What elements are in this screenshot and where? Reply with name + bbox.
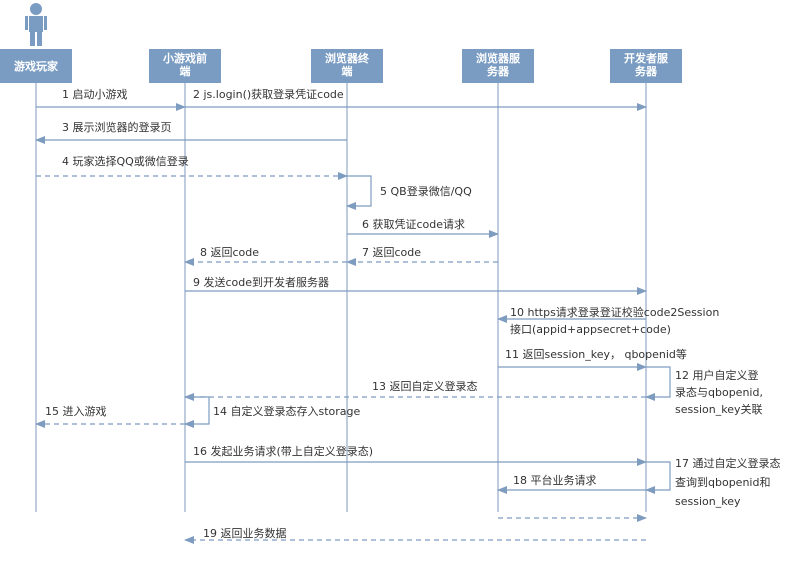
figure-left-leg (30, 32, 35, 46)
message-17-label-line-3: session_key (675, 495, 741, 508)
actor-label-5-line-1: 开发者服 (624, 51, 669, 65)
actor-label-5-line-2: 务器 (635, 64, 658, 78)
actor-label-3-line-1: 浏览器终 (325, 51, 370, 65)
message-17-label-line-1: 17 通过自定义登录态 (675, 456, 781, 470)
message-3-label-line-1: 3 展示浏览器的登录页 (62, 120, 172, 134)
message-12-label-line-3: session_key关联 (675, 402, 762, 416)
actor-label-1-line-1: 游戏玩家 (14, 59, 59, 73)
message-14-label-line-1: 14 自定义登录态存入storage (213, 404, 361, 418)
actor-label-4-line-1: 浏览器服 (476, 51, 521, 65)
message-17-arrow (645, 461, 671, 494)
message-8-label-line-1: 8 返回code (200, 246, 259, 259)
figure-head (30, 3, 42, 15)
message-4-label-line-1: 4 玩家选择QQ或微信登录 (62, 154, 189, 168)
message-5-arrow (346, 175, 372, 210)
message-20-label-line-1: 19 返回业务数据 (203, 526, 287, 540)
message-17-label-line-2: 查询到qbopenid和 (675, 475, 770, 489)
actor-box-1 (0, 49, 72, 83)
figure-right-leg (37, 32, 42, 46)
message-18-label-line-1: 18 平台业务请求 (513, 473, 597, 487)
message-12-label-line-1: 12 用户自定义登 (675, 368, 759, 382)
message-1-label-line-1: 1 启动小游戏 (62, 88, 128, 101)
message-5-label-line-1: 5 QB登录微信/QQ (380, 184, 472, 198)
actor-label-4-line-2: 务器 (487, 64, 510, 78)
message-14-arrow (184, 396, 210, 428)
message-12-label-line-2: 录态与qbopenid, (675, 386, 763, 399)
message-12-arrow (645, 366, 671, 401)
actor-box-3 (311, 49, 383, 83)
message-13-label-line-1: 13 返回自定义登录态 (372, 379, 478, 393)
actor-label-2-line-2: 端 (180, 64, 191, 78)
message-16-label-line-1: 16 发起业务请求(带上自定义登录态) (193, 444, 373, 458)
figure-left-arm (25, 16, 28, 30)
actor-box-5 (610, 49, 682, 83)
message-10-label-line-2: 接口(appid+appsecret+code) (510, 323, 671, 336)
message-6-label-line-1: 6 获取凭证code请求 (362, 217, 465, 231)
figure-right-arm (44, 16, 47, 30)
message-10-label-line-1: 10 https请求登录登证校验code2Session (510, 305, 719, 319)
actor-label-3-line-2: 端 (342, 64, 353, 78)
actor-label-2-line-1: 小游戏前 (162, 51, 207, 65)
message-15-label-line-1: 15 进入游戏 (45, 405, 107, 418)
message-11-label-line-1: 11 返回session_key， qbopenid等 (505, 347, 687, 361)
actor-box-2 (149, 49, 221, 83)
message-7-label-line-1: 7 返回code (362, 246, 421, 259)
stick-figure-person-icon (25, 3, 47, 46)
message-2-label-line-1: 2 js.login()获取登录凭证code (193, 87, 344, 101)
actor-box-4 (462, 49, 534, 83)
figure-body (29, 16, 43, 32)
message-9-label-line-1: 9 发送code到开发者服务器 (193, 275, 329, 289)
